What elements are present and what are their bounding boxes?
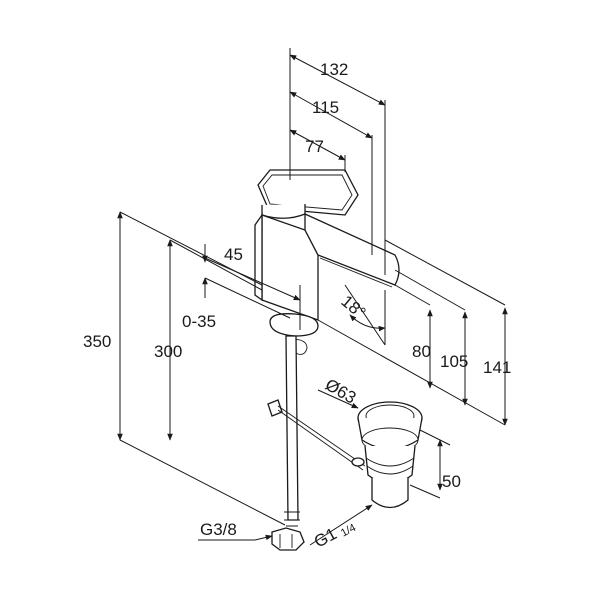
dim-350: 350 xyxy=(83,332,111,351)
dim-50: 50 xyxy=(442,472,461,491)
dim-300: 300 xyxy=(154,342,182,361)
dim-45: 45 xyxy=(224,245,243,264)
dim-18-degrees: 18° xyxy=(337,292,369,323)
thread-g3-8: G3/8 xyxy=(200,520,237,539)
dim-132: 132 xyxy=(320,60,348,79)
dim-80: 80 xyxy=(412,342,431,361)
dimension-lines xyxy=(117,48,508,546)
thread-g1-main: G1 xyxy=(311,524,340,551)
dim-141: 141 xyxy=(483,358,511,377)
dim-diameter-63: Ø63 xyxy=(322,375,359,408)
thread-g1-1-4: G1 1/4 xyxy=(311,515,358,553)
dim-115: 115 xyxy=(312,98,339,117)
supply-hose xyxy=(271,335,305,551)
dim-77: 77 xyxy=(305,137,324,156)
popup-rod xyxy=(267,399,366,471)
drain-fitting xyxy=(351,401,423,509)
dim-105: 105 xyxy=(440,352,468,371)
faucet-body xyxy=(254,169,400,355)
dim-0-35: 0-35 xyxy=(182,312,216,331)
